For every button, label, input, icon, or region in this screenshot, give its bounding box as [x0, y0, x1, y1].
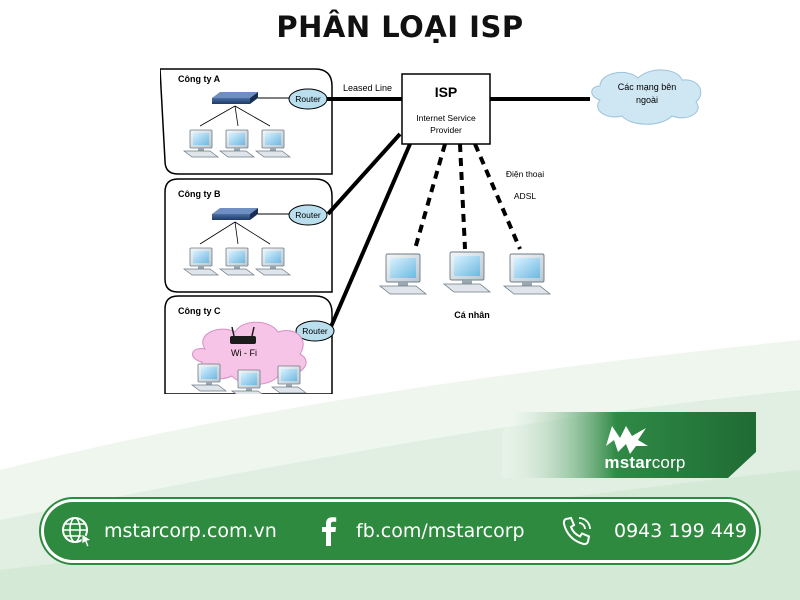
- company-c-box: [164, 295, 333, 394]
- router-c-label: Router: [302, 326, 328, 336]
- company-a-box: [160, 68, 333, 175]
- leased-line-label: Leased Line: [343, 83, 392, 93]
- globe-icon: [62, 517, 92, 548]
- phone-text[interactable]: 0943 199 449: [614, 520, 747, 542]
- facebook-icon: [322, 517, 337, 546]
- company-b-label: Công ty B: [178, 189, 221, 199]
- website-contact[interactable]: mstarcorp.com.vn: [60, 502, 277, 560]
- external-networks-cloud: [591, 69, 702, 125]
- brand-name: mstarcorp: [604, 453, 686, 472]
- page-title: PHÂN LOẠI ISP: [276, 10, 524, 44]
- phone-contact[interactable]: 0943 199 449: [560, 502, 747, 560]
- isp-box: [401, 73, 491, 145]
- individuals-label: Cá nhân: [454, 310, 490, 320]
- isp-network-diagram: Công ty A Router Công ty B Router Công t…: [160, 68, 702, 394]
- brand-banner: [502, 412, 756, 478]
- adsl-label: ADSL: [514, 191, 536, 201]
- company-b-box: [164, 178, 333, 293]
- isp-subtitle-1: Internet Service: [416, 113, 476, 123]
- router-a: [288, 88, 328, 110]
- mstar-logo-icon: [606, 426, 648, 454]
- company-a-label: Công ty A: [178, 74, 221, 84]
- router-b-label: Router: [295, 210, 321, 220]
- phone-label: Điện thoại: [506, 169, 544, 179]
- contact-bar: mstarcorp.com.vn fb.com/mstarcorp 0943 1…: [44, 502, 756, 560]
- cloud-label-1: Các mạng bên: [618, 82, 677, 92]
- facebook-text[interactable]: fb.com/mstarcorp: [356, 520, 525, 542]
- phone-icon: [562, 516, 591, 546]
- company-c-label: Công ty C: [178, 306, 221, 316]
- cloud-label-2: ngoài: [636, 95, 658, 105]
- router-a-label: Router: [295, 94, 321, 104]
- isp-title: ISP: [435, 84, 458, 100]
- facebook-contact[interactable]: fb.com/mstarcorp: [312, 502, 525, 560]
- router-c: [295, 320, 335, 342]
- router-b: [288, 204, 328, 226]
- website-text[interactable]: mstarcorp.com.vn: [104, 520, 277, 542]
- wifi-router-icon: [230, 336, 256, 344]
- wifi-label: Wi - Fi: [231, 348, 257, 358]
- isp-subtitle-2: Provider: [430, 125, 462, 135]
